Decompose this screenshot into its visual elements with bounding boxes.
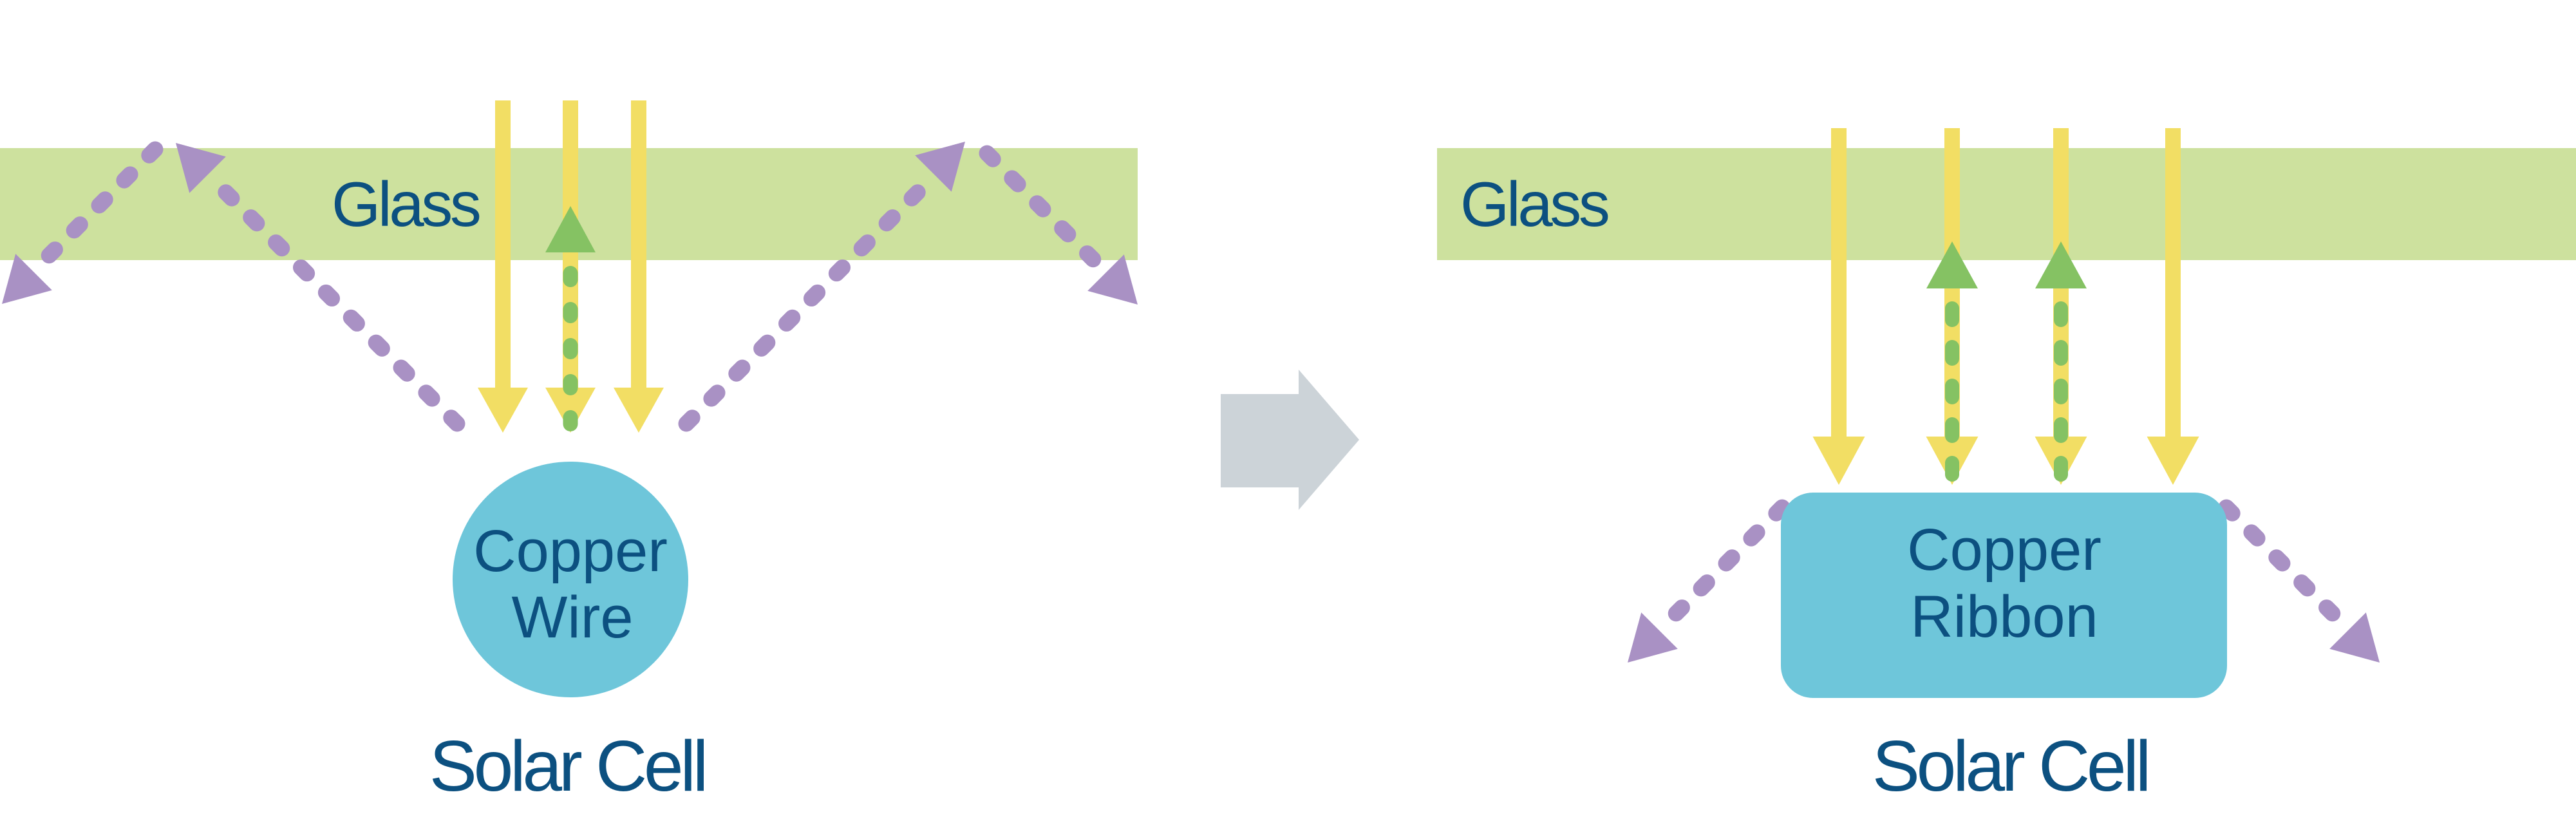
svg-text:Copper: Copper [1907, 517, 2101, 583]
svg-text:Glass: Glass [1460, 169, 1608, 240]
svg-text:Solar Cell: Solar Cell [429, 726, 705, 806]
svg-text:Solar Cell: Solar Cell [1872, 726, 2148, 806]
svg-text:Ribbon: Ribbon [1910, 584, 2098, 650]
svg-text:Wire: Wire [511, 585, 633, 650]
svg-text:Copper: Copper [473, 518, 668, 584]
svg-text:Glass: Glass [332, 169, 480, 240]
